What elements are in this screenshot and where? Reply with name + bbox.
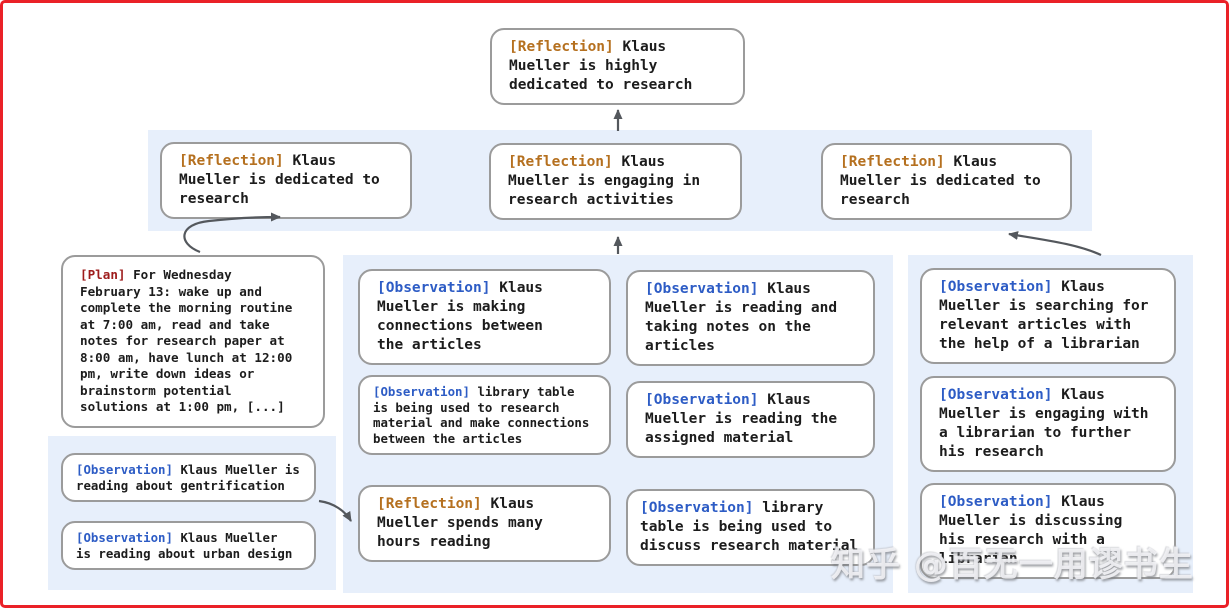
node-text: Klaus Mueller is engaging with a librari… bbox=[939, 387, 1149, 460]
node-text: Klaus Mueller is highly dedicated to res… bbox=[509, 39, 693, 93]
node-text: Klaus Mueller is dedicated to research bbox=[840, 154, 1041, 208]
node-observation-gentrification: [Observation] Klaus Mueller is reading a… bbox=[61, 453, 316, 502]
node-text: Klaus Mueller is reading about urban des… bbox=[76, 530, 293, 561]
node-text: Klaus Mueller is searching for relevant … bbox=[939, 279, 1149, 352]
observation-tag: [Observation] bbox=[76, 530, 173, 545]
zhihu-watermark: 知乎 @百无一用谬书生 bbox=[831, 545, 1194, 585]
reflection-tag: [Reflection] bbox=[508, 154, 613, 170]
node-observation-library-table-research: [Observation] library table is being use… bbox=[358, 375, 611, 455]
plan-tag: [Plan] bbox=[80, 267, 126, 282]
node-reflection-middle: [Reflection] Klaus Mueller is engaging i… bbox=[489, 143, 742, 220]
reflection-tag: [Reflection] bbox=[179, 153, 284, 169]
node-root-reflection: [Reflection] Klaus Mueller is highly ded… bbox=[490, 28, 745, 105]
node-observation-discussing-research: [Observation] Klaus Mueller is discussin… bbox=[920, 483, 1176, 579]
node-text: library table is being used to research … bbox=[373, 384, 590, 446]
observation-tag: [Observation] bbox=[939, 494, 1053, 510]
observation-tag: [Observation] bbox=[939, 279, 1053, 295]
node-text: Klaus Mueller is reading about gentrific… bbox=[76, 462, 300, 493]
node-observation-connections: [Observation] Klaus Mueller is making co… bbox=[358, 269, 611, 365]
node-text: For Wednesday February 13: wake up and c… bbox=[80, 267, 293, 414]
node-observation-engaging-librarian: [Observation] Klaus Mueller is engaging … bbox=[920, 376, 1176, 472]
reflection-tag: [Reflection] bbox=[840, 154, 945, 170]
node-text: Klaus Mueller spends many hours reading bbox=[377, 496, 543, 550]
node-text: Klaus Mueller is discussing his research… bbox=[939, 494, 1123, 567]
node-observation-discuss-material: [Observation] library table is being use… bbox=[626, 489, 875, 566]
observation-tag: [Observation] bbox=[645, 281, 759, 297]
observation-tag: [Observation] bbox=[76, 462, 173, 477]
observation-tag: [Observation] bbox=[645, 392, 759, 408]
observation-tag: [Observation] bbox=[377, 280, 491, 296]
node-text: Klaus Mueller is engaging in research ac… bbox=[508, 154, 701, 208]
reflection-tag: [Reflection] bbox=[509, 39, 614, 55]
arrow-rightgroup-to-reflection-right bbox=[1008, 231, 1102, 257]
node-text: Klaus Mueller is reading and taking note… bbox=[645, 281, 838, 354]
node-reflection-right: [Reflection] Klaus Mueller is dedicated … bbox=[821, 143, 1072, 220]
observation-tag: [Observation] bbox=[373, 384, 470, 399]
reflection-tag: [Reflection] bbox=[377, 496, 482, 512]
node-text: library table is being used to discuss r… bbox=[640, 500, 859, 554]
node-text: Klaus Mueller is dedicated to research bbox=[179, 153, 380, 207]
node-observation-assigned-material: [Observation] Klaus Mueller is reading t… bbox=[626, 381, 875, 458]
node-reflection-left: [Reflection] Klaus Mueller is dedicated … bbox=[160, 142, 412, 219]
node-observation-taking-notes: [Observation] Klaus Mueller is reading a… bbox=[626, 270, 875, 366]
node-plan: [Plan] For Wednesday February 13: wake u… bbox=[61, 255, 325, 428]
node-reflection-hours-reading: [Reflection] Klaus Mueller spends many h… bbox=[358, 485, 611, 562]
node-text: Klaus Mueller is making connections betw… bbox=[377, 280, 543, 353]
node-observation-urban-design: [Observation] Klaus Mueller is reading a… bbox=[61, 521, 316, 570]
observation-tag: [Observation] bbox=[640, 500, 754, 516]
node-observation-searching-articles: [Observation] Klaus Mueller is searching… bbox=[920, 268, 1176, 364]
observation-tag: [Observation] bbox=[939, 387, 1053, 403]
node-text: Klaus Mueller is reading the assigned ma… bbox=[645, 392, 838, 446]
